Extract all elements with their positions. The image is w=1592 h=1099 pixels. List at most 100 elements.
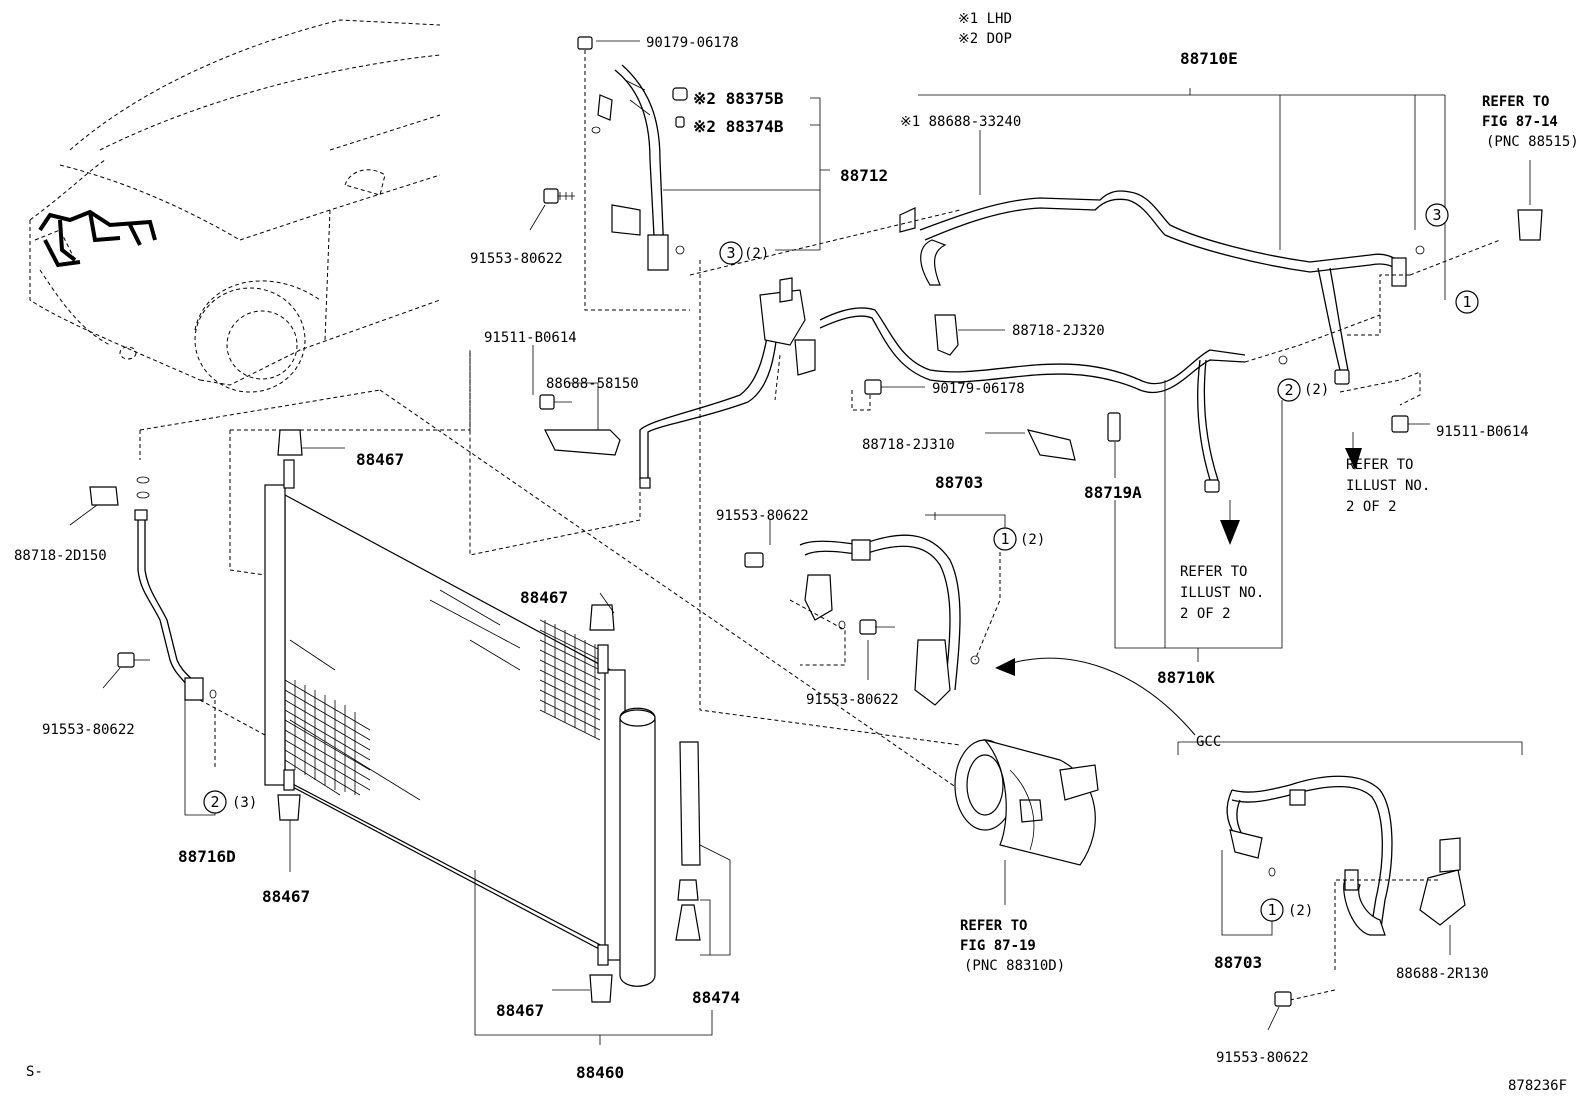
callout-number: 1	[1000, 530, 1009, 548]
bushing-icon	[589, 604, 615, 631]
cap-icon	[89, 486, 119, 506]
refer-illust-b-line3: 2 OF 2	[1180, 606, 1231, 622]
label-gcc: GCC	[1196, 734, 1221, 750]
bolt-icon	[117, 652, 135, 668]
valve-block-icon	[759, 289, 806, 346]
refer-fig-87-19-line3: (PNC 88310D)	[964, 958, 1065, 974]
valve-core-icon	[675, 116, 685, 128]
tube-88710e	[899, 88, 1543, 385]
bolt-icon	[744, 552, 764, 568]
bolt-icon	[539, 394, 555, 410]
label-91553-80622-e: 91553-80622	[1216, 1050, 1309, 1066]
callout-3-top: 3	[719, 241, 743, 265]
nut-icon	[864, 379, 882, 395]
flow-arrows	[995, 432, 1362, 736]
refer-illust-a-line2: ILLUST NO.	[1346, 478, 1430, 494]
pressure-switch-icon	[1517, 209, 1543, 241]
label-88703-top: 88703	[935, 473, 983, 492]
label-88712: 88712	[840, 166, 888, 185]
vehicle-illustration	[29, 19, 441, 393]
hose-88712	[529, 36, 830, 311]
callout-1-gcc: 1	[1260, 898, 1284, 922]
label-88467-b: 88467	[520, 588, 568, 607]
label-qty-callout-2-left: (3)	[232, 795, 257, 811]
label-88716d: 88716D	[178, 847, 236, 866]
label-88710k: 88710K	[1157, 668, 1215, 687]
tube-88716d	[69, 476, 266, 816]
callout-1-right: 1	[1455, 290, 1479, 314]
callout-number: 3	[1432, 206, 1441, 224]
label-88718-2j320: 88718-2J320	[1012, 323, 1105, 339]
piping-mid	[139, 209, 1430, 791]
label-88467-c: 88467	[262, 887, 310, 906]
note-lhd: ※1 LHD	[958, 11, 1012, 27]
label-91553-80622-d: 91553-80622	[806, 692, 899, 708]
label-88710e: 88710E	[1180, 49, 1238, 68]
label-91553-80622-b: 91553-80622	[716, 508, 809, 524]
callout-number: 2	[1284, 381, 1293, 399]
label-88467-a: 88467	[356, 450, 404, 469]
bushing-icon	[277, 429, 303, 456]
corner-mark: S-	[26, 1064, 43, 1080]
nut-icon	[577, 36, 593, 50]
bracket-icon	[1419, 869, 1466, 926]
refer-illust-a-line3: 2 OF 2	[1346, 499, 1397, 515]
gcc-inset	[1177, 741, 1523, 1031]
filter-icon	[679, 741, 701, 866]
refer-fig-87-19-line1: REFER TO	[960, 918, 1027, 934]
callout-number: 1	[1267, 901, 1276, 919]
label-88703-gcc: 88703	[1214, 953, 1262, 972]
refer-fig-87-14-line1: REFER TO	[1482, 94, 1549, 110]
bolt-icon	[859, 619, 877, 635]
label-88374b: ※2 88374B	[693, 117, 784, 136]
callout-2-mid: 2	[1277, 378, 1301, 402]
refer-fig-87-19-line2: FIG 87-19	[960, 938, 1036, 954]
bushing-icon	[277, 794, 301, 821]
hose-88703	[744, 512, 1006, 706]
label-88467-d: 88467	[496, 1001, 544, 1020]
bushing-icon	[589, 974, 613, 1003]
label-91553-80622-a: 91553-80622	[470, 251, 563, 267]
label-qty-callout-3: (2)	[744, 246, 769, 262]
cap-icon	[672, 87, 688, 101]
callout-number: 3	[726, 244, 735, 262]
bolt-icon	[1274, 991, 1292, 1007]
label-88718-2d150: 88718-2D150	[14, 548, 107, 564]
receiver-icon	[619, 707, 656, 987]
clamp-icon	[934, 314, 959, 356]
refer-illust-b-line2: ILLUST NO.	[1180, 585, 1264, 601]
label-91511-b0614-b: 91511-B0614	[1436, 424, 1529, 440]
label-88719a: 88719A	[1084, 483, 1142, 502]
label-88688-58150: 88688-58150	[546, 376, 639, 392]
callout-1-mid: 1	[993, 527, 1017, 551]
label-qty-callout-2-mid: (2)	[1304, 382, 1329, 398]
callout-3-right: 3	[1425, 203, 1449, 227]
refer-illust-b-line1: REFER TO	[1180, 564, 1247, 580]
bolt-icon	[543, 188, 559, 204]
label-88688-2r130: 88688-2R130	[1396, 966, 1489, 982]
bolt-icon	[1391, 415, 1409, 433]
label-qty-callout-1-gcc: (2)	[1288, 903, 1313, 919]
label-88375b: ※2 88375B	[693, 89, 784, 108]
label-88474: 88474	[692, 988, 740, 1007]
label-qty-callout-1-mid: (2)	[1020, 532, 1045, 548]
refer-fig-87-14-line3: (PNC 88515)	[1486, 134, 1579, 150]
compressor	[954, 738, 1099, 905]
condenser	[264, 429, 731, 1045]
refer-fig-87-14-line2: FIG 87-14	[1482, 114, 1558, 130]
callout-number: 2	[210, 793, 219, 811]
callout-2-left: 2	[203, 790, 227, 814]
label-90179-06178-top: 90179-06178	[646, 35, 739, 51]
label-88460: 88460	[576, 1063, 624, 1082]
label-88718-2j310: 88718-2J310	[862, 437, 955, 453]
callout-number: 1	[1462, 293, 1471, 311]
note-dop: ※2 DOP	[958, 31, 1012, 47]
label-90179-06178-mid: 90179-06178	[932, 381, 1025, 397]
label-91553-80622-c: 91553-80622	[42, 722, 135, 738]
label-91511-b0614-a: 91511-B0614	[484, 330, 577, 346]
label-88688-33240: ※1 88688-33240	[900, 114, 1021, 130]
figure-id: 878236F	[1508, 1078, 1567, 1094]
refer-illust-a-line1: REFER TO	[1346, 457, 1413, 473]
sensor-icon	[1107, 412, 1121, 442]
